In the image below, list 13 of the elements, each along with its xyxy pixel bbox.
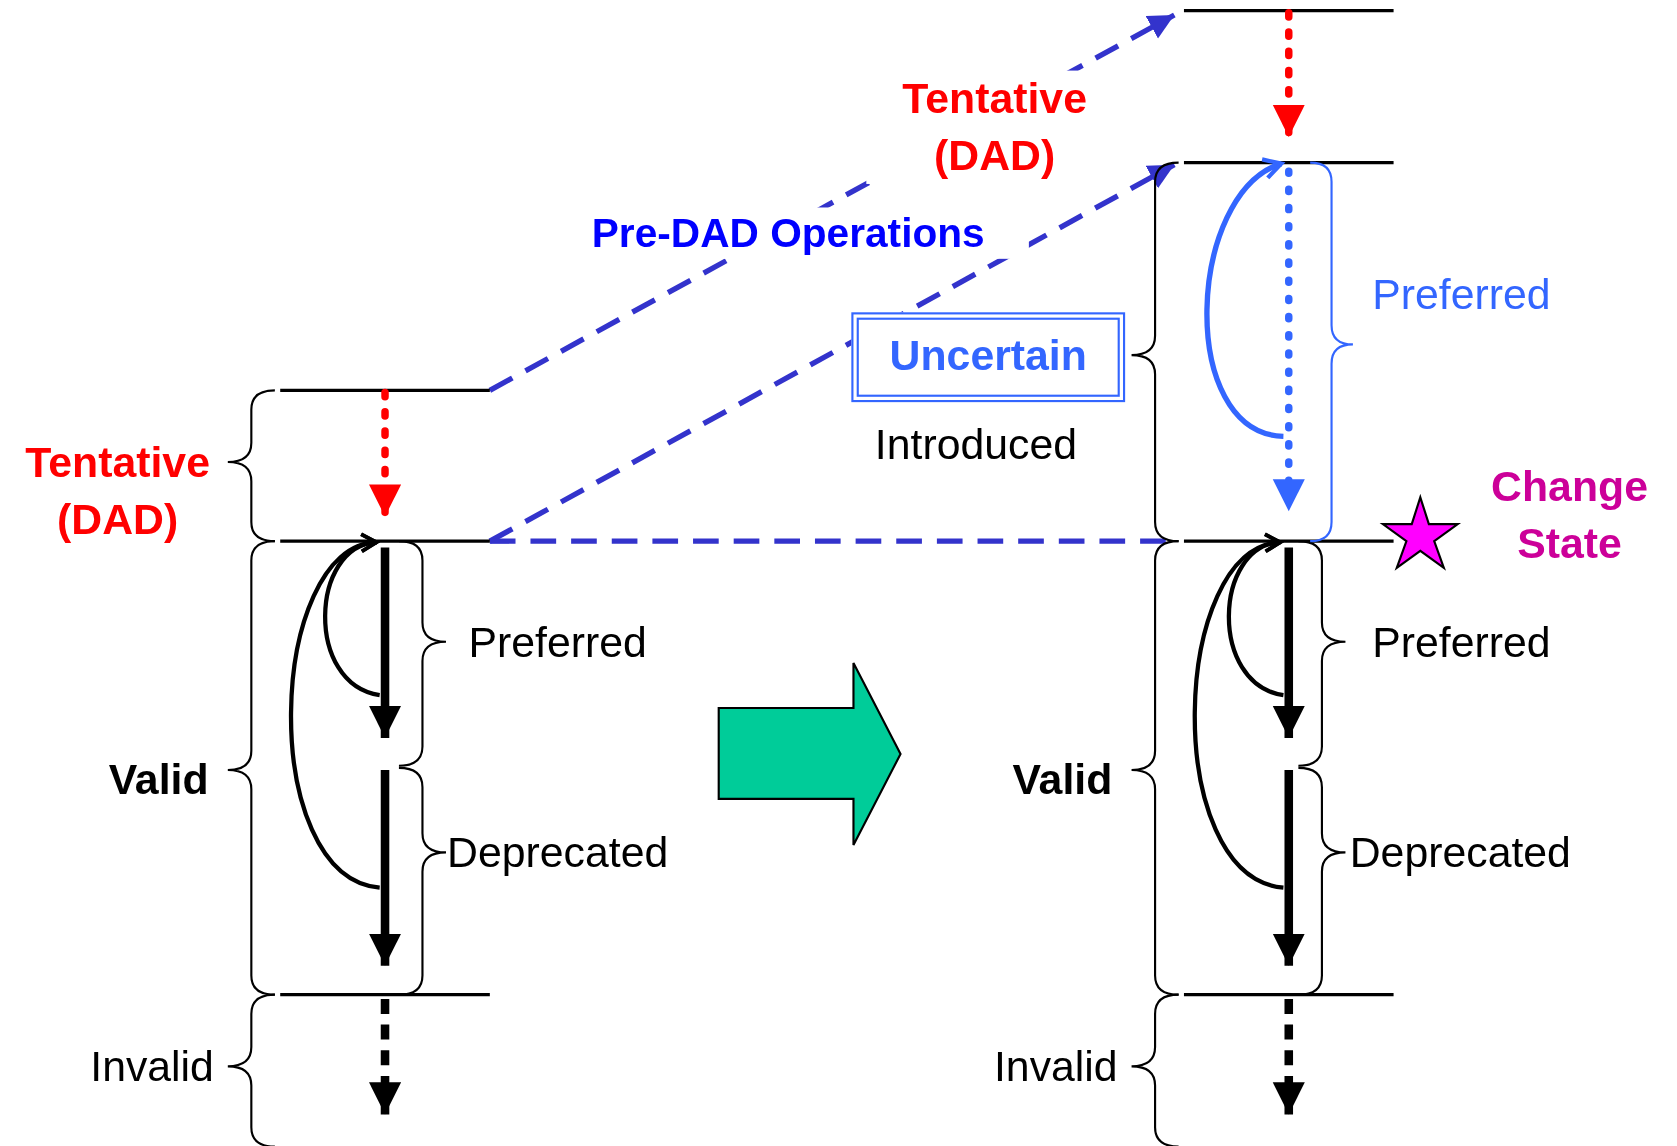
state-caption: Introduced [874,419,1079,470]
state-label: Valid [107,754,209,805]
state-label: Deprecated [1349,827,1572,878]
state-label: Preferred [468,617,648,668]
state-box: Uncertain [851,312,1126,403]
state-label: Preferred [1372,617,1552,668]
state-label: Valid [1011,754,1113,805]
state-label: Change State [1490,461,1649,569]
state-label: Invalid [89,1041,214,1092]
state-label: Preferred [1372,269,1552,320]
state-label: Deprecated [447,827,670,878]
state-label: Invalid [993,1041,1118,1092]
state-label: Tentative (DAD) [24,437,211,545]
